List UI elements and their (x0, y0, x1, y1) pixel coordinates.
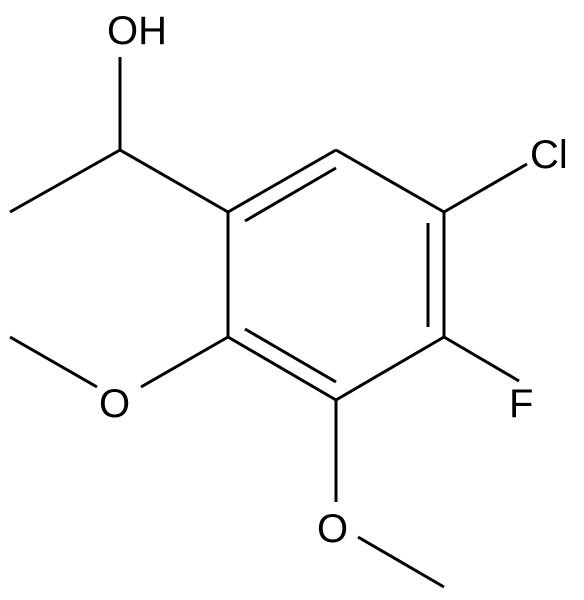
bond-ring-to-left-methoxy-oxygen (140, 335, 229, 389)
bond-ring-to-fluorine (443, 335, 520, 383)
bond-bottom-methoxy-oxygen-to-methyl (357, 535, 445, 589)
bond-ring-to-carbinol (119, 148, 229, 214)
bond-ring-to-chlorine (443, 162, 528, 214)
fluorine-label: F (509, 382, 533, 426)
ring-bond-c5-c6 (227, 335, 337, 402)
chlorine-label: Cl (530, 133, 568, 177)
ring-double-bond-c1-c2-inner (244, 166, 337, 223)
hydroxyl-label: OH (107, 9, 167, 53)
left-methoxy-oxygen-label: O (99, 382, 130, 426)
ring-bond-c2-c3 (335, 148, 445, 214)
ring-bond-c1-c2 (227, 148, 337, 214)
ring-double-bond-c5-c6-inner (244, 327, 337, 384)
bond-carbinol-to-methyl (9, 148, 121, 214)
bottom-methoxy-oxygen-label: O (317, 507, 348, 551)
ring-bond-c4-c5 (335, 335, 445, 402)
bond-left-methoxy-oxygen-to-methyl (9, 335, 98, 389)
